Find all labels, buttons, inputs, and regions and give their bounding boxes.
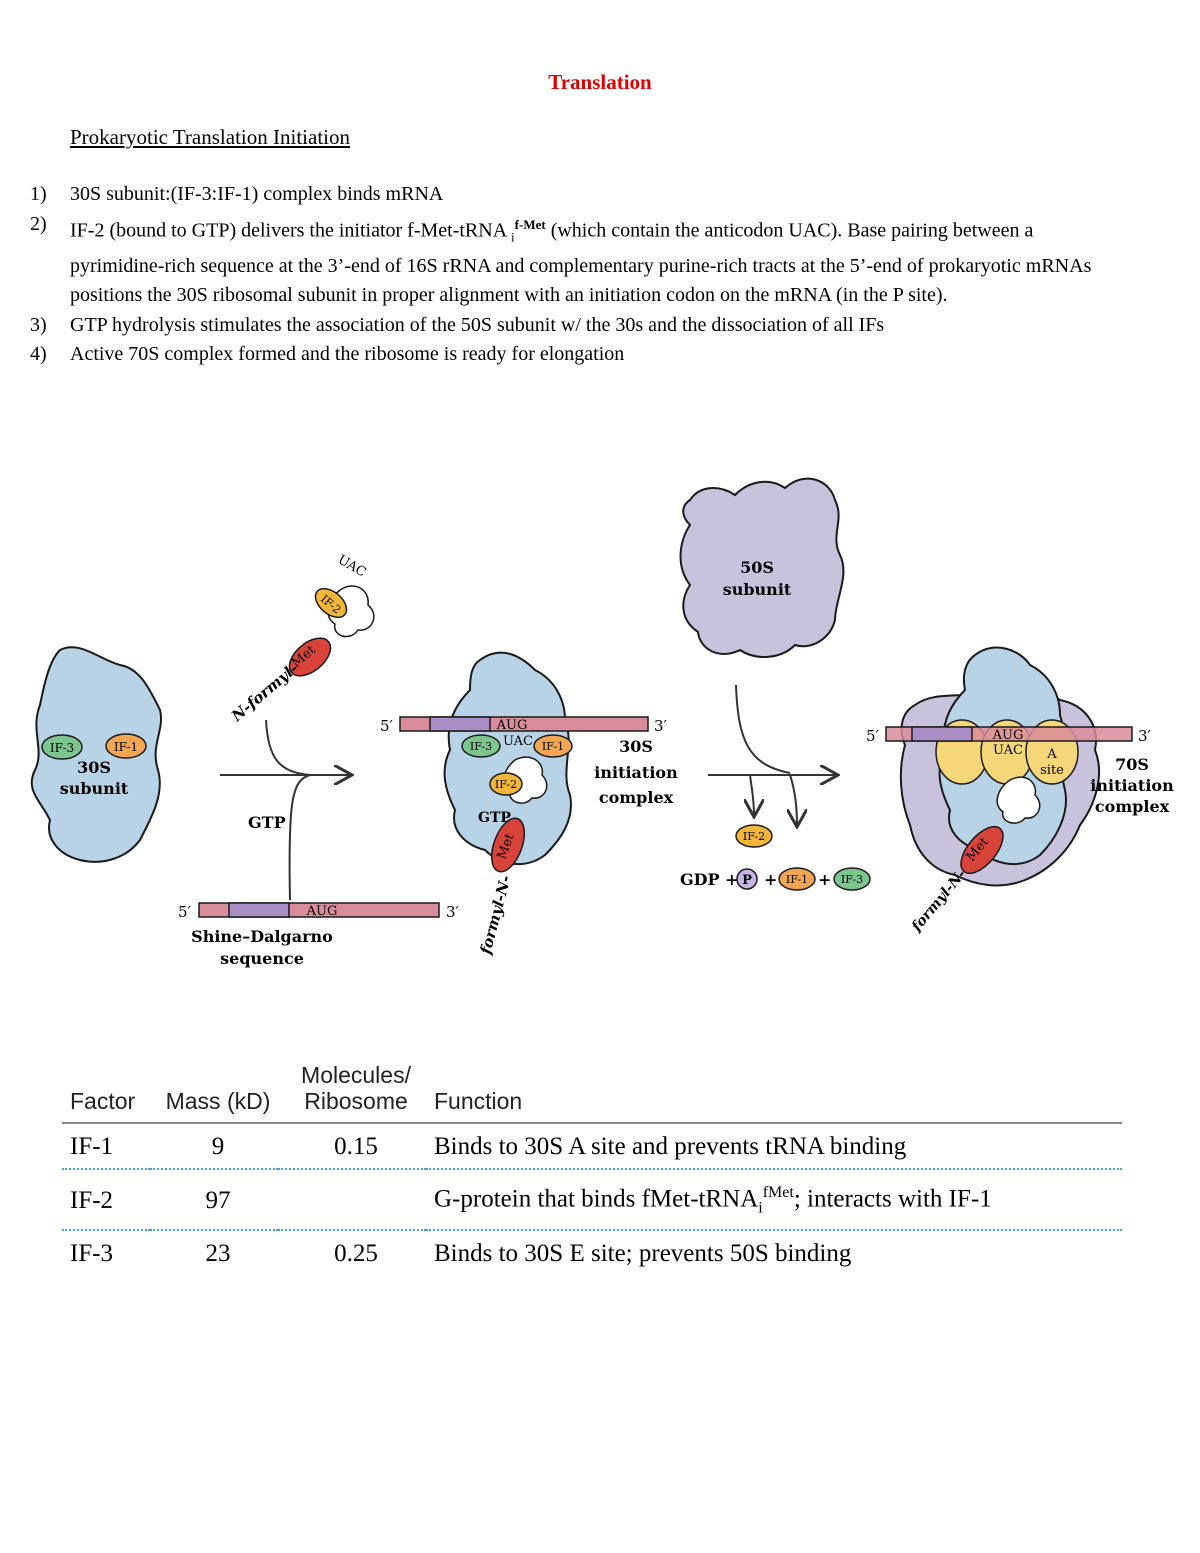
a-site-label: site [1040, 763, 1064, 778]
complex-30s-label: complex [599, 788, 674, 807]
initiation-complex-70s: 5′ AUG 3′ UAC A site Met formyl-N- 70S i… [866, 646, 1174, 935]
svg-text:IF-2: IF-2 [743, 830, 765, 843]
complex-70s-label: 70S [1115, 755, 1149, 774]
svg-text:3′: 3′ [446, 903, 460, 921]
assembly-arrow [708, 684, 836, 825]
subunit-30s-label: subunit [60, 779, 129, 798]
column-header-molecules: Molecules/Ribosome [278, 1062, 426, 1124]
step-item: 2)IF-2 (bound to GTP) delivers the initi… [30, 212, 1092, 307]
subunit-30s-label: 30S [77, 758, 111, 777]
gtp-label: GTP [248, 813, 286, 832]
formyl-n-label: formyl-N- [476, 873, 515, 957]
translation-initiation-diagram: IF-3 IF-1 30S subunit UAC IF-2 Met N-for… [0, 420, 1200, 1000]
released-products: GDP + P + IF-1 + IF-3 [680, 867, 871, 891]
complex-70s-label: complex [1095, 797, 1170, 816]
initiator-trna-free: UAC IF-2 Met N-formyl- [227, 552, 375, 726]
section-heading: Prokaryotic Translation Initiation [70, 125, 350, 149]
svg-text:GDP +: GDP + [680, 870, 739, 889]
svg-text:3′: 3′ [1138, 727, 1152, 745]
if3-label: IF-3 [50, 741, 74, 755]
svg-text:5′: 5′ [866, 727, 880, 745]
complex-30s-label: initiation [594, 763, 678, 782]
shine-dalgarno-label: Shine–Dalgarno [191, 927, 333, 946]
svg-text:+: + [818, 870, 831, 889]
column-header-factor: Factor [62, 1062, 150, 1124]
aug-codon-label: AUG [306, 904, 338, 919]
initiation-complex-30s: 5′ AUG 3′ IF-3 IF-1 UAC IF-2 GTP Met for… [380, 651, 678, 957]
table-row: IF-3 23 0.25 Binds to 30S E site; preven… [70, 1240, 852, 1268]
svg-text:GTP: GTP [478, 810, 511, 826]
mrna-strand-free: 5′ AUG 3′ Shine–Dalgarno sequence [178, 902, 460, 968]
table-header-row: Factor Mass (kD) Molecules/Ribosome Func… [62, 1062, 1122, 1124]
uac-anticodon-label: UAC [335, 552, 368, 580]
n-formyl-label: N-formyl- [227, 659, 301, 725]
step-item: 4)Active 70S complex formed and the ribo… [30, 343, 625, 366]
svg-text:formyl-N-: formyl-N- [908, 866, 970, 935]
a-site-label: A [1046, 747, 1057, 762]
complex-30s-label: 30S [619, 737, 653, 756]
column-header-function: Function [426, 1062, 1122, 1124]
ribosome-50s: 50S subunit [679, 477, 845, 658]
merge-arrow [220, 719, 350, 901]
if1-label: IF-1 [114, 740, 138, 754]
step-item: 3)GTP hydrolysis stimulates the associat… [30, 313, 885, 336]
document-title: Translation [548, 70, 652, 94]
table-row: IF-1 9 0.15 Binds to 30S A site and prev… [62, 1123, 1122, 1169]
svg-text:+: + [764, 870, 777, 889]
complex-70s-label: initiation [1090, 776, 1174, 795]
svg-text:IF-3: IF-3 [470, 740, 492, 753]
svg-text:IF-1: IF-1 [786, 873, 808, 886]
svg-text:IF-3: IF-3 [841, 873, 863, 886]
phosphate-label: P [742, 873, 752, 888]
svg-text:5′: 5′ [380, 717, 394, 735]
svg-text:IF-1: IF-1 [542, 740, 564, 753]
svg-text:UAC: UAC [993, 743, 1023, 758]
table-row: IF-2 97 G-protein that binds fMet-tRNAif… [62, 1169, 1122, 1231]
step-item: 1)30S subunit:(IF-3:IF-1) complex binds … [30, 183, 444, 205]
initiation-steps-list: 1)30S subunit:(IF-3:IF-1) complex binds … [30, 180, 1130, 370]
subunit-50s-label: 50S [740, 558, 774, 577]
svg-text:5′: 5′ [178, 903, 192, 921]
svg-text:3′: 3′ [654, 717, 668, 735]
svg-text:UAC: UAC [503, 734, 533, 749]
shine-dalgarno-label: sequence [220, 949, 304, 968]
svg-text:AUG: AUG [496, 718, 528, 733]
svg-text:AUG: AUG [992, 728, 1024, 743]
ribosome-30s-free: IF-3 IF-1 30S subunit [30, 646, 162, 863]
initiation-factors-table: Factor Mass (kD) Molecules/Ribosome Func… [62, 1062, 1122, 1275]
subunit-50s-label: subunit [723, 580, 792, 599]
svg-text:IF-2: IF-2 [495, 778, 517, 791]
column-header-mass: Mass (kD) [150, 1062, 278, 1124]
